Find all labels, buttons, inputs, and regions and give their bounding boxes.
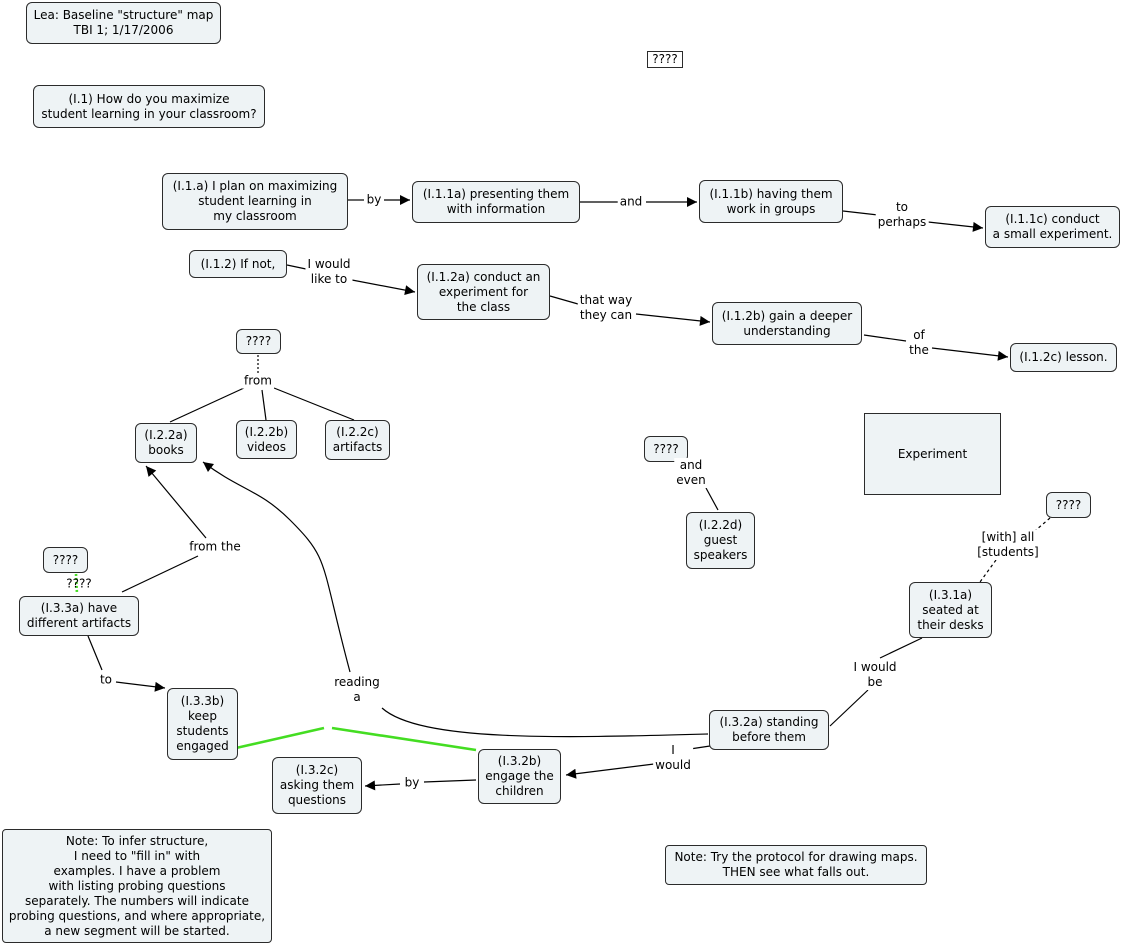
node-i32a[interactable]: (I.3.2a) standing before them bbox=[709, 710, 829, 750]
link-label-would-be[interactable]: I would be bbox=[851, 660, 899, 690]
node-from-unknown[interactable]: ???? bbox=[236, 329, 281, 354]
note-structure[interactable]: Note: To infer structure, I need to "fil… bbox=[2, 829, 272, 943]
link-label-from-the[interactable]: from the bbox=[187, 539, 243, 555]
node-top-unknown[interactable]: ???? bbox=[647, 51, 683, 68]
link-be-end bbox=[879, 637, 923, 659]
link-to-end bbox=[115, 681, 166, 692]
highlight-link-a bbox=[235, 726, 325, 750]
link-label-reading-a[interactable]: reading a bbox=[332, 675, 382, 705]
link-fromthe-end bbox=[145, 465, 207, 539]
node-i1a[interactable]: (I.1.a) I plan on maximizing student lea… bbox=[162, 173, 348, 230]
node-experiment[interactable]: Experiment bbox=[864, 413, 1001, 495]
link-by2-end bbox=[364, 780, 401, 791]
node-i12b[interactable]: (I.1.2b) gain a deeper understanding bbox=[712, 302, 862, 345]
node-even-unknown[interactable]: ???? bbox=[644, 436, 688, 462]
node-i33b[interactable]: (I.3.3b) keep students engaged bbox=[167, 688, 238, 760]
node-i32c[interactable]: (I.3.2c) asking them questions bbox=[272, 757, 362, 814]
node-i11c[interactable]: (I.1.1c) conduct a small experiment. bbox=[985, 206, 1120, 248]
link-label-and-even[interactable]: and even bbox=[674, 458, 708, 488]
link-perhaps-end bbox=[927, 221, 984, 232]
link-to-start bbox=[87, 635, 103, 671]
link-ofthe-start bbox=[863, 334, 907, 342]
node-i1-question[interactable]: (I.1) How do you maximize student learni… bbox=[33, 85, 265, 128]
link-from-artifacts bbox=[273, 387, 355, 421]
node-i22a-books[interactable]: (I.2.2a) books bbox=[135, 423, 197, 463]
link-label-of-the[interactable]: of the bbox=[907, 328, 931, 358]
node-i22b-videos[interactable]: (I.2.2b) videos bbox=[236, 420, 297, 459]
node-i11b[interactable]: (I.1.1b) having them work in groups bbox=[699, 180, 843, 223]
link-thatway-start bbox=[549, 295, 579, 305]
link-would-end bbox=[565, 763, 655, 779]
link-label-that-way[interactable]: that way they can bbox=[577, 293, 635, 323]
link-reading-lower bbox=[381, 707, 709, 738]
link-label-to-perhaps[interactable]: to perhaps bbox=[875, 200, 929, 230]
link-even-end bbox=[705, 487, 719, 511]
note-protocol[interactable]: Note: Try the protocol for drawing maps.… bbox=[665, 845, 927, 885]
node-i12a[interactable]: (I.1.2a) conduct an experiment for the c… bbox=[417, 264, 550, 320]
link-reading-upper bbox=[202, 461, 351, 673]
link-from-books bbox=[169, 387, 245, 423]
node-i12[interactable]: (I.1.2) If not, bbox=[189, 250, 287, 278]
link-label-and[interactable]: and bbox=[617, 194, 645, 210]
node-students-unknown[interactable]: ???? bbox=[1046, 492, 1091, 518]
node-i22d-guest-speakers[interactable]: (I.2.2d) guest speakers bbox=[686, 512, 755, 569]
node-green-unknown[interactable]: ???? bbox=[43, 547, 88, 573]
node-title[interactable]: Lea: Baseline "structure" map TBI 1; 1/1… bbox=[26, 2, 221, 44]
link-label-would-like-to[interactable]: I would like to bbox=[305, 257, 353, 287]
link-fromthe-start bbox=[121, 555, 199, 593]
node-i31a[interactable]: (I.3.1a) seated at their desks bbox=[909, 582, 992, 638]
link-students-bottom bbox=[979, 559, 997, 583]
link-thatway-end bbox=[635, 313, 711, 326]
node-i11a[interactable]: (I.1.1a) presenting them with informatio… bbox=[412, 181, 580, 223]
link-like-start bbox=[286, 264, 307, 270]
link-label-by[interactable]: by bbox=[364, 192, 384, 208]
node-i12c[interactable]: (I.1.2c) lesson. bbox=[1010, 343, 1117, 372]
link-ofthe-end bbox=[931, 347, 1009, 361]
link-like-end bbox=[351, 279, 416, 296]
link-label-i-would[interactable]: I would bbox=[653, 743, 693, 773]
link-perhaps-start bbox=[842, 210, 879, 216]
link-label-with-all-students[interactable]: [with] all [students] bbox=[975, 530, 1041, 560]
node-i32b[interactable]: (I.3.2b) engage the children bbox=[478, 749, 561, 804]
link-label-from[interactable]: from bbox=[242, 373, 274, 389]
link-students-top bbox=[1035, 517, 1051, 531]
node-i33a[interactable]: (I.3.3a) have different artifacts bbox=[19, 596, 139, 636]
node-i22c-artifacts[interactable]: (I.2.2c) artifacts bbox=[325, 420, 390, 460]
link-be-start bbox=[829, 689, 869, 727]
link-label-to[interactable]: to bbox=[97, 672, 115, 688]
highlight-link-c bbox=[74, 573, 79, 595]
link-label-unknown[interactable]: ???? bbox=[66, 576, 92, 591]
link-by2-start bbox=[423, 779, 477, 783]
highlight-link-b bbox=[331, 726, 477, 752]
link-label-by-2[interactable]: by bbox=[402, 775, 422, 791]
link-from-videos bbox=[261, 389, 267, 421]
